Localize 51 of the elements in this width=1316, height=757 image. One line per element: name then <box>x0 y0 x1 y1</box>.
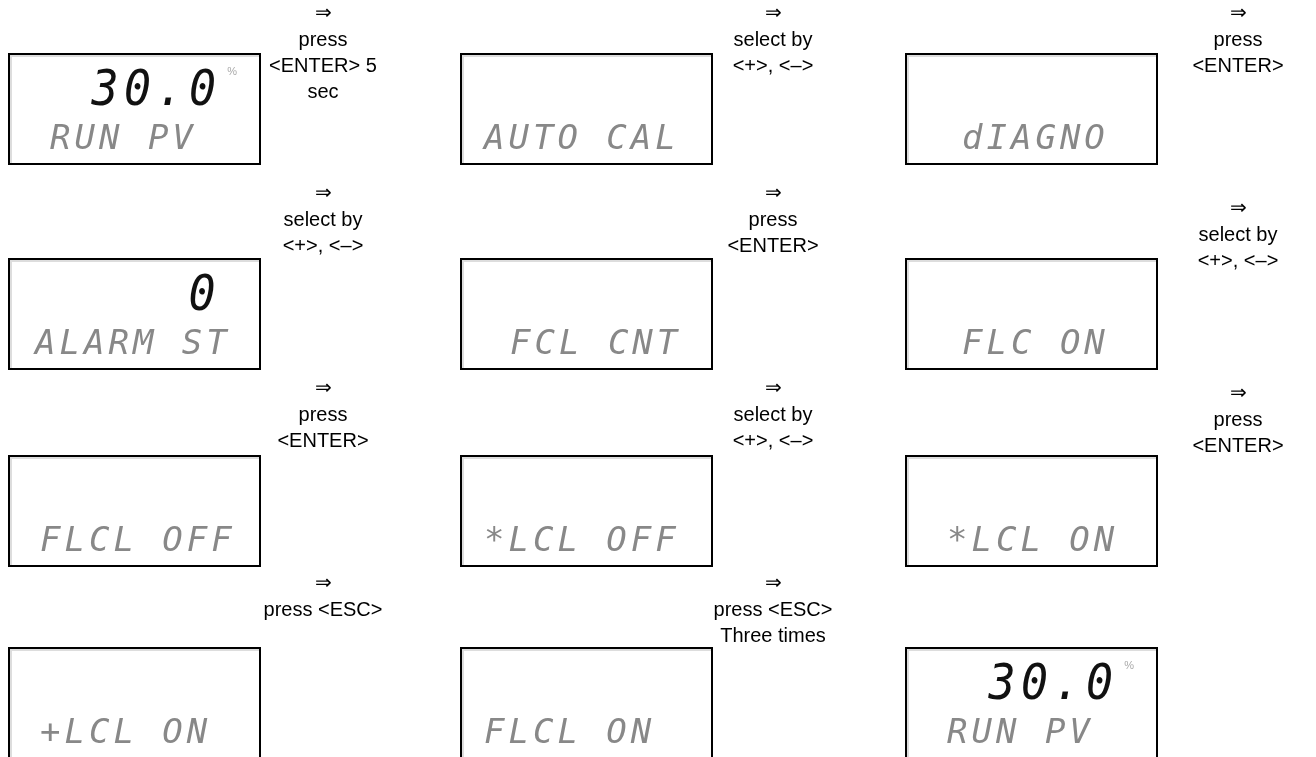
step-arrow: ⇒ <box>313 0 333 24</box>
lcd-display <box>460 647 713 757</box>
instruction-text: press <ENTER> <box>1191 407 1285 458</box>
step-arrow: ⇒ <box>1228 380 1248 404</box>
lcd-display <box>460 258 713 370</box>
lcd-display <box>8 53 261 165</box>
display-text: RUN PV <box>947 711 1094 751</box>
step-arrow: ⇒ <box>313 570 333 594</box>
step-arrow: ⇒ <box>763 0 783 24</box>
lcd-display <box>8 647 261 757</box>
display-text: FLC ON <box>962 322 1109 362</box>
lcd-display <box>8 258 261 370</box>
step-arrow: ⇒ <box>313 180 333 204</box>
instruction-text: press <ENTER> <box>1191 27 1285 78</box>
lcd-display <box>905 455 1158 567</box>
display-text: *LCL OFF <box>484 519 680 559</box>
display-text: ALARM ST <box>35 322 231 362</box>
lcd-display <box>460 53 713 165</box>
display-value: 0 <box>188 266 221 320</box>
display-text: FLCL ON <box>484 711 656 751</box>
lcd-display <box>905 647 1158 757</box>
lcd-display <box>905 53 1158 165</box>
instruction-text: select by <+>, <–> <box>731 27 815 78</box>
instruction-text: select by <+>, <–> <box>731 402 815 453</box>
instruction-text: press <ENTER> <box>276 402 370 453</box>
instruction-text: select by <+>, <–> <box>1196 222 1280 273</box>
lcd-display <box>8 455 261 567</box>
display-text: AUTO CAL <box>484 117 680 157</box>
instruction-text: press <ENTER> <box>726 207 820 258</box>
display-text: FCL CNT <box>510 322 682 362</box>
step-arrow: ⇒ <box>1228 195 1248 219</box>
display-text: *LCL ON <box>947 519 1119 559</box>
instruction-text: press <ESC> <box>263 597 383 622</box>
step-arrow: ⇒ <box>1228 0 1248 24</box>
display-text: +LCL ON <box>40 711 212 751</box>
step-arrow: ⇒ <box>763 570 783 594</box>
lcd-display <box>460 455 713 567</box>
lcd-display <box>905 258 1158 370</box>
display-text: dIAGNO <box>962 117 1109 157</box>
display-text: RUN PV <box>50 117 197 157</box>
step-arrow: ⇒ <box>313 375 333 399</box>
unit-symbol: % <box>227 65 237 77</box>
unit-symbol: % <box>1124 659 1134 671</box>
display-text: FLCL OFF <box>40 519 236 559</box>
display-value: 30.0 <box>91 61 221 115</box>
instruction-text: press <ENTER> 5 sec <box>268 27 378 104</box>
step-arrow: ⇒ <box>763 180 783 204</box>
instruction-text: press <ESC> Three times <box>713 597 833 648</box>
display-value: 30.0 <box>988 655 1118 709</box>
step-arrow: ⇒ <box>763 375 783 399</box>
instruction-text: select by <+>, <–> <box>281 207 365 258</box>
